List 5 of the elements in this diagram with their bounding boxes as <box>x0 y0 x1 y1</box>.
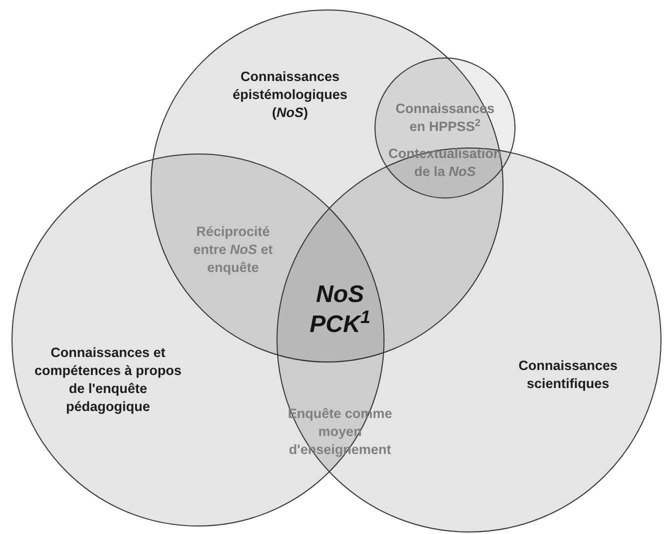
center-label: NoS PCK$^{1}$ <box>308 280 372 340</box>
circle-label: Connaissances et compétences à propos de l'enquête pédagogique <box>33 344 183 416</box>
region-label: Réciprocité entre NoS et enquête <box>192 223 274 277</box>
circle-label: Connaissances scientifiques <box>517 357 619 393</box>
circle-label: Connaissances épistémologiques (NoS) <box>232 68 348 122</box>
